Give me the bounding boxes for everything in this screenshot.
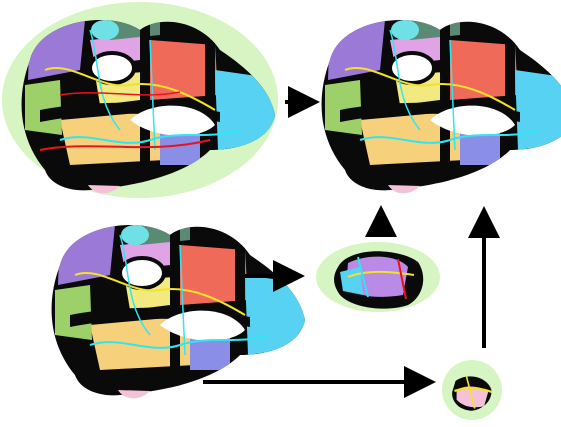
panel-source xyxy=(52,210,315,398)
panel-local-patch-large xyxy=(316,242,440,312)
surface-patch-icon xyxy=(452,376,493,411)
segmented-surface-icon xyxy=(322,5,561,193)
surface-patch-icon xyxy=(333,250,425,310)
panel-input-with-cuts xyxy=(2,2,285,198)
panel-local-patch-small xyxy=(442,360,502,420)
segmented-surface-icon xyxy=(22,5,285,193)
panel-result xyxy=(322,5,561,193)
segmented-surface-icon xyxy=(52,210,315,398)
arrows xyxy=(203,86,500,398)
